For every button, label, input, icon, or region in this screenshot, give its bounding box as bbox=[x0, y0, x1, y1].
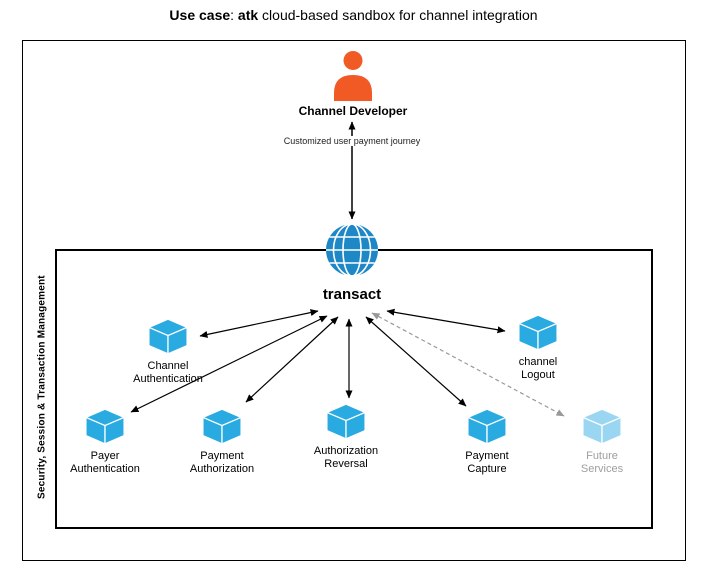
security-boundary-label: Security, Session & Transaction Manageme… bbox=[36, 275, 48, 499]
node-label-payment-authorization: Payment Authorization bbox=[189, 450, 255, 476]
node-payment-capture: Payment Capture bbox=[427, 408, 547, 476]
node-channel-logout: channel Logout bbox=[478, 314, 598, 382]
node-payment-authorization: Payment Authorization bbox=[162, 408, 282, 476]
diagram-title: Use case: atk cloud-based sandbox for ch… bbox=[0, 7, 707, 23]
node-label-channel-authentication: Channel Authentication bbox=[133, 360, 203, 386]
title-product: atk bbox=[237, 7, 259, 23]
cube-icon bbox=[582, 408, 622, 445]
cube-icon bbox=[326, 403, 366, 440]
transact-label: transact bbox=[322, 286, 382, 303]
journey-note-text: Customized user payment journey bbox=[281, 136, 423, 146]
cube-icon bbox=[467, 408, 507, 445]
node-future-services: Future Services bbox=[542, 408, 662, 476]
node-payer-authentication: Payer Authentication bbox=[45, 408, 165, 476]
node-label-payment-capture: Payment Capture bbox=[465, 450, 509, 476]
node-channel-authentication: Channel Authentication bbox=[108, 318, 228, 386]
cube-icon bbox=[202, 408, 242, 445]
channel-developer-label: Channel Developer bbox=[298, 104, 408, 118]
cube-icon bbox=[85, 408, 125, 445]
title-separator: : bbox=[230, 7, 238, 23]
node-label-channel-logout: channel Logout bbox=[518, 356, 558, 382]
node-label-payer-authentication: Payer Authentication bbox=[70, 450, 140, 476]
node-authorization-reversal: Authorization Reversal bbox=[286, 403, 406, 471]
node-label-authorization-reversal: Authorization Reversal bbox=[313, 445, 379, 471]
title-rest: cloud-based sandbox for channel integrat… bbox=[258, 7, 538, 23]
journey-note: Customized user payment journey bbox=[242, 136, 462, 146]
cube-icon bbox=[518, 314, 558, 351]
channel-developer-icon bbox=[330, 50, 376, 102]
node-label-future-services: Future Services bbox=[580, 450, 624, 476]
globe-icon bbox=[324, 222, 380, 278]
cube-icon bbox=[148, 318, 188, 355]
title-use-case: Use case bbox=[169, 7, 231, 23]
